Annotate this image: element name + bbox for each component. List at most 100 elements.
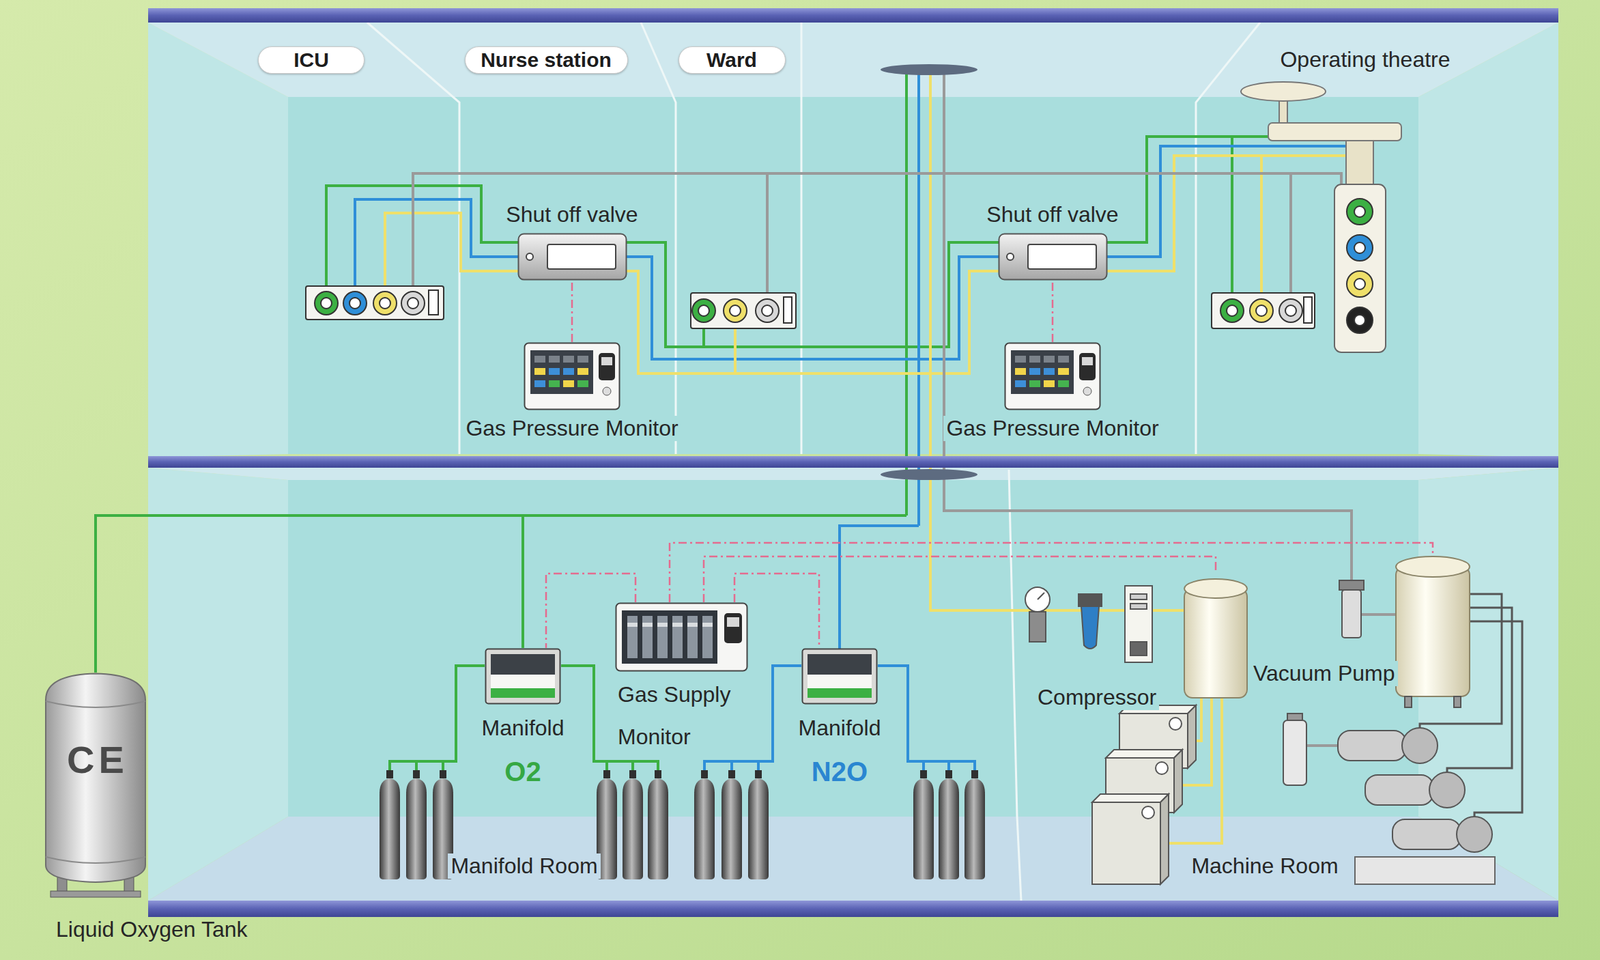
wall-outlet-part — [729, 305, 741, 317]
nitrous-oxide-pipe-part — [922, 761, 925, 772]
monitor-screen — [601, 356, 613, 366]
vacuum-equipment-part — [1354, 856, 1495, 884]
gas-cylinder — [964, 769, 985, 880]
upper-floor-part — [288, 96, 1419, 454]
compressor-equipment-part — [1141, 806, 1155, 819]
ceiling-service-column-part — [1354, 314, 1366, 326]
vacuum-pump-unit: Vacuum Pump — [1250, 552, 1475, 687]
monitor-panel — [530, 350, 594, 394]
wall-outlet-part — [343, 291, 367, 315]
upper-floor-part — [1418, 22, 1559, 458]
room-divider-part — [1008, 469, 1022, 901]
vacuum-equipment-part — [1429, 772, 1465, 808]
monitor-knob — [602, 387, 611, 396]
indicator-lamp — [1015, 355, 1026, 363]
valve-body — [518, 234, 626, 280]
compressor-equipment-part — [1081, 606, 1099, 649]
upper-floor — [148, 22, 1559, 458]
tank-drawing — [40, 672, 151, 898]
vacuum-equipment-part — [1392, 819, 1461, 850]
monitor-slot-mark — [627, 622, 638, 627]
manifold-panel — [807, 653, 872, 675]
gas-cylinder — [748, 769, 769, 880]
gas-cylinder — [721, 769, 742, 880]
oxygen-pipe-part — [389, 665, 485, 772]
manifold-face — [807, 674, 872, 689]
nitrous-oxide-pipe-part — [877, 665, 975, 772]
monitor-panel — [621, 610, 718, 664]
vacuum-equipment-part — [1339, 580, 1364, 590]
monitor-knob — [1083, 387, 1092, 396]
manifold-label: Manifold — [795, 715, 884, 741]
indicator-lamp — [1015, 380, 1026, 388]
monitor-slot-mark — [687, 622, 698, 627]
vacuum-pipe-part — [412, 173, 1342, 287]
compressor-equipment-part — [1029, 611, 1046, 642]
vacuum-equipment-part — [1395, 556, 1470, 577]
monitor-slot — [702, 615, 713, 659]
nitrous-oxide-pipe — [354, 69, 1362, 772]
oxygen-pipe-part — [441, 761, 445, 772]
indicator-lamp — [577, 380, 589, 388]
compressor-equipment-part — [1130, 641, 1147, 656]
shut-off-valve: Shut off valve — [503, 202, 641, 281]
lower-floor-part — [148, 467, 1559, 480]
oxygen-pipe-part — [1230, 136, 1234, 295]
indicator-lamp — [563, 380, 575, 388]
wall-outlet-part — [692, 298, 716, 323]
oxygen-pipe-part — [522, 513, 907, 517]
indicator-lamp — [1029, 380, 1041, 388]
indicator-lamp — [1058, 367, 1069, 375]
compressor-equipment-part — [1105, 749, 1183, 758]
valve-box — [997, 232, 1108, 281]
ceiling-service-column — [1334, 184, 1386, 353]
wall-outlet-part — [373, 291, 397, 315]
riser-opening-part — [880, 64, 978, 76]
compressor-equipment-part — [1130, 593, 1147, 600]
signal-line — [1051, 280, 1054, 342]
shut-off-valve: Shut off valve — [983, 202, 1121, 281]
oxygen-pipe-part — [605, 761, 609, 772]
vacuum-pipe-part — [1306, 744, 1338, 747]
gas-cylinder — [622, 769, 644, 880]
oxygen-pipe-part — [1105, 136, 1373, 243]
nitrous-oxide-pipe-part — [354, 199, 519, 287]
monitor-slot — [627, 615, 638, 659]
surgical-lamp — [1240, 81, 1402, 186]
gas-cylinder — [647, 769, 669, 880]
monitor-label: Gas Supply Monitor — [615, 673, 759, 758]
indicator-lamp — [548, 367, 560, 375]
wall-outlet-part — [1249, 298, 1274, 323]
liquid-oxygen-tank: CELiquid Oxygen Tank — [40, 672, 250, 942]
monitor-slot-mark — [642, 622, 653, 627]
room-name: Machine Room — [1188, 853, 1341, 879]
oxygen-supply-pipe — [95, 515, 523, 673]
vacuum-equipment-part — [1453, 696, 1461, 708]
tank-brand-mark: CE — [40, 672, 151, 781]
wall-outlet — [305, 286, 1315, 329]
surgical-lamp-part — [1240, 81, 1326, 102]
gas-pressure-monitor: Gas Pressure Monitor — [462, 341, 681, 441]
wall-outlet-part — [379, 297, 391, 309]
manifold-label: Manifold — [479, 715, 568, 741]
wall-outlet-part — [1279, 298, 1303, 323]
indicator-lamp — [1043, 367, 1055, 375]
vacuum-equipment-part — [1283, 720, 1307, 785]
compressor-equipment-part — [1187, 705, 1196, 768]
wall-outlet-part — [401, 291, 425, 315]
monitor-display — [598, 352, 616, 381]
compressor-equipment-part — [1037, 592, 1045, 600]
cylinder-bank — [379, 769, 985, 880]
wall-outlet-part — [349, 297, 361, 309]
monitor-label: Gas Pressure Monitor — [462, 415, 681, 441]
manifold-body — [485, 649, 560, 704]
indicator-lamp — [1043, 380, 1055, 388]
equipment-label: Compressor — [1034, 684, 1160, 710]
floor-slab — [148, 8, 1559, 917]
room-divider-part — [800, 22, 803, 454]
signal-line — [669, 542, 1433, 603]
monitor-slot — [687, 615, 698, 659]
vacuum-equipment-part — [1395, 566, 1470, 697]
air-pipe-part — [1195, 697, 1202, 741]
